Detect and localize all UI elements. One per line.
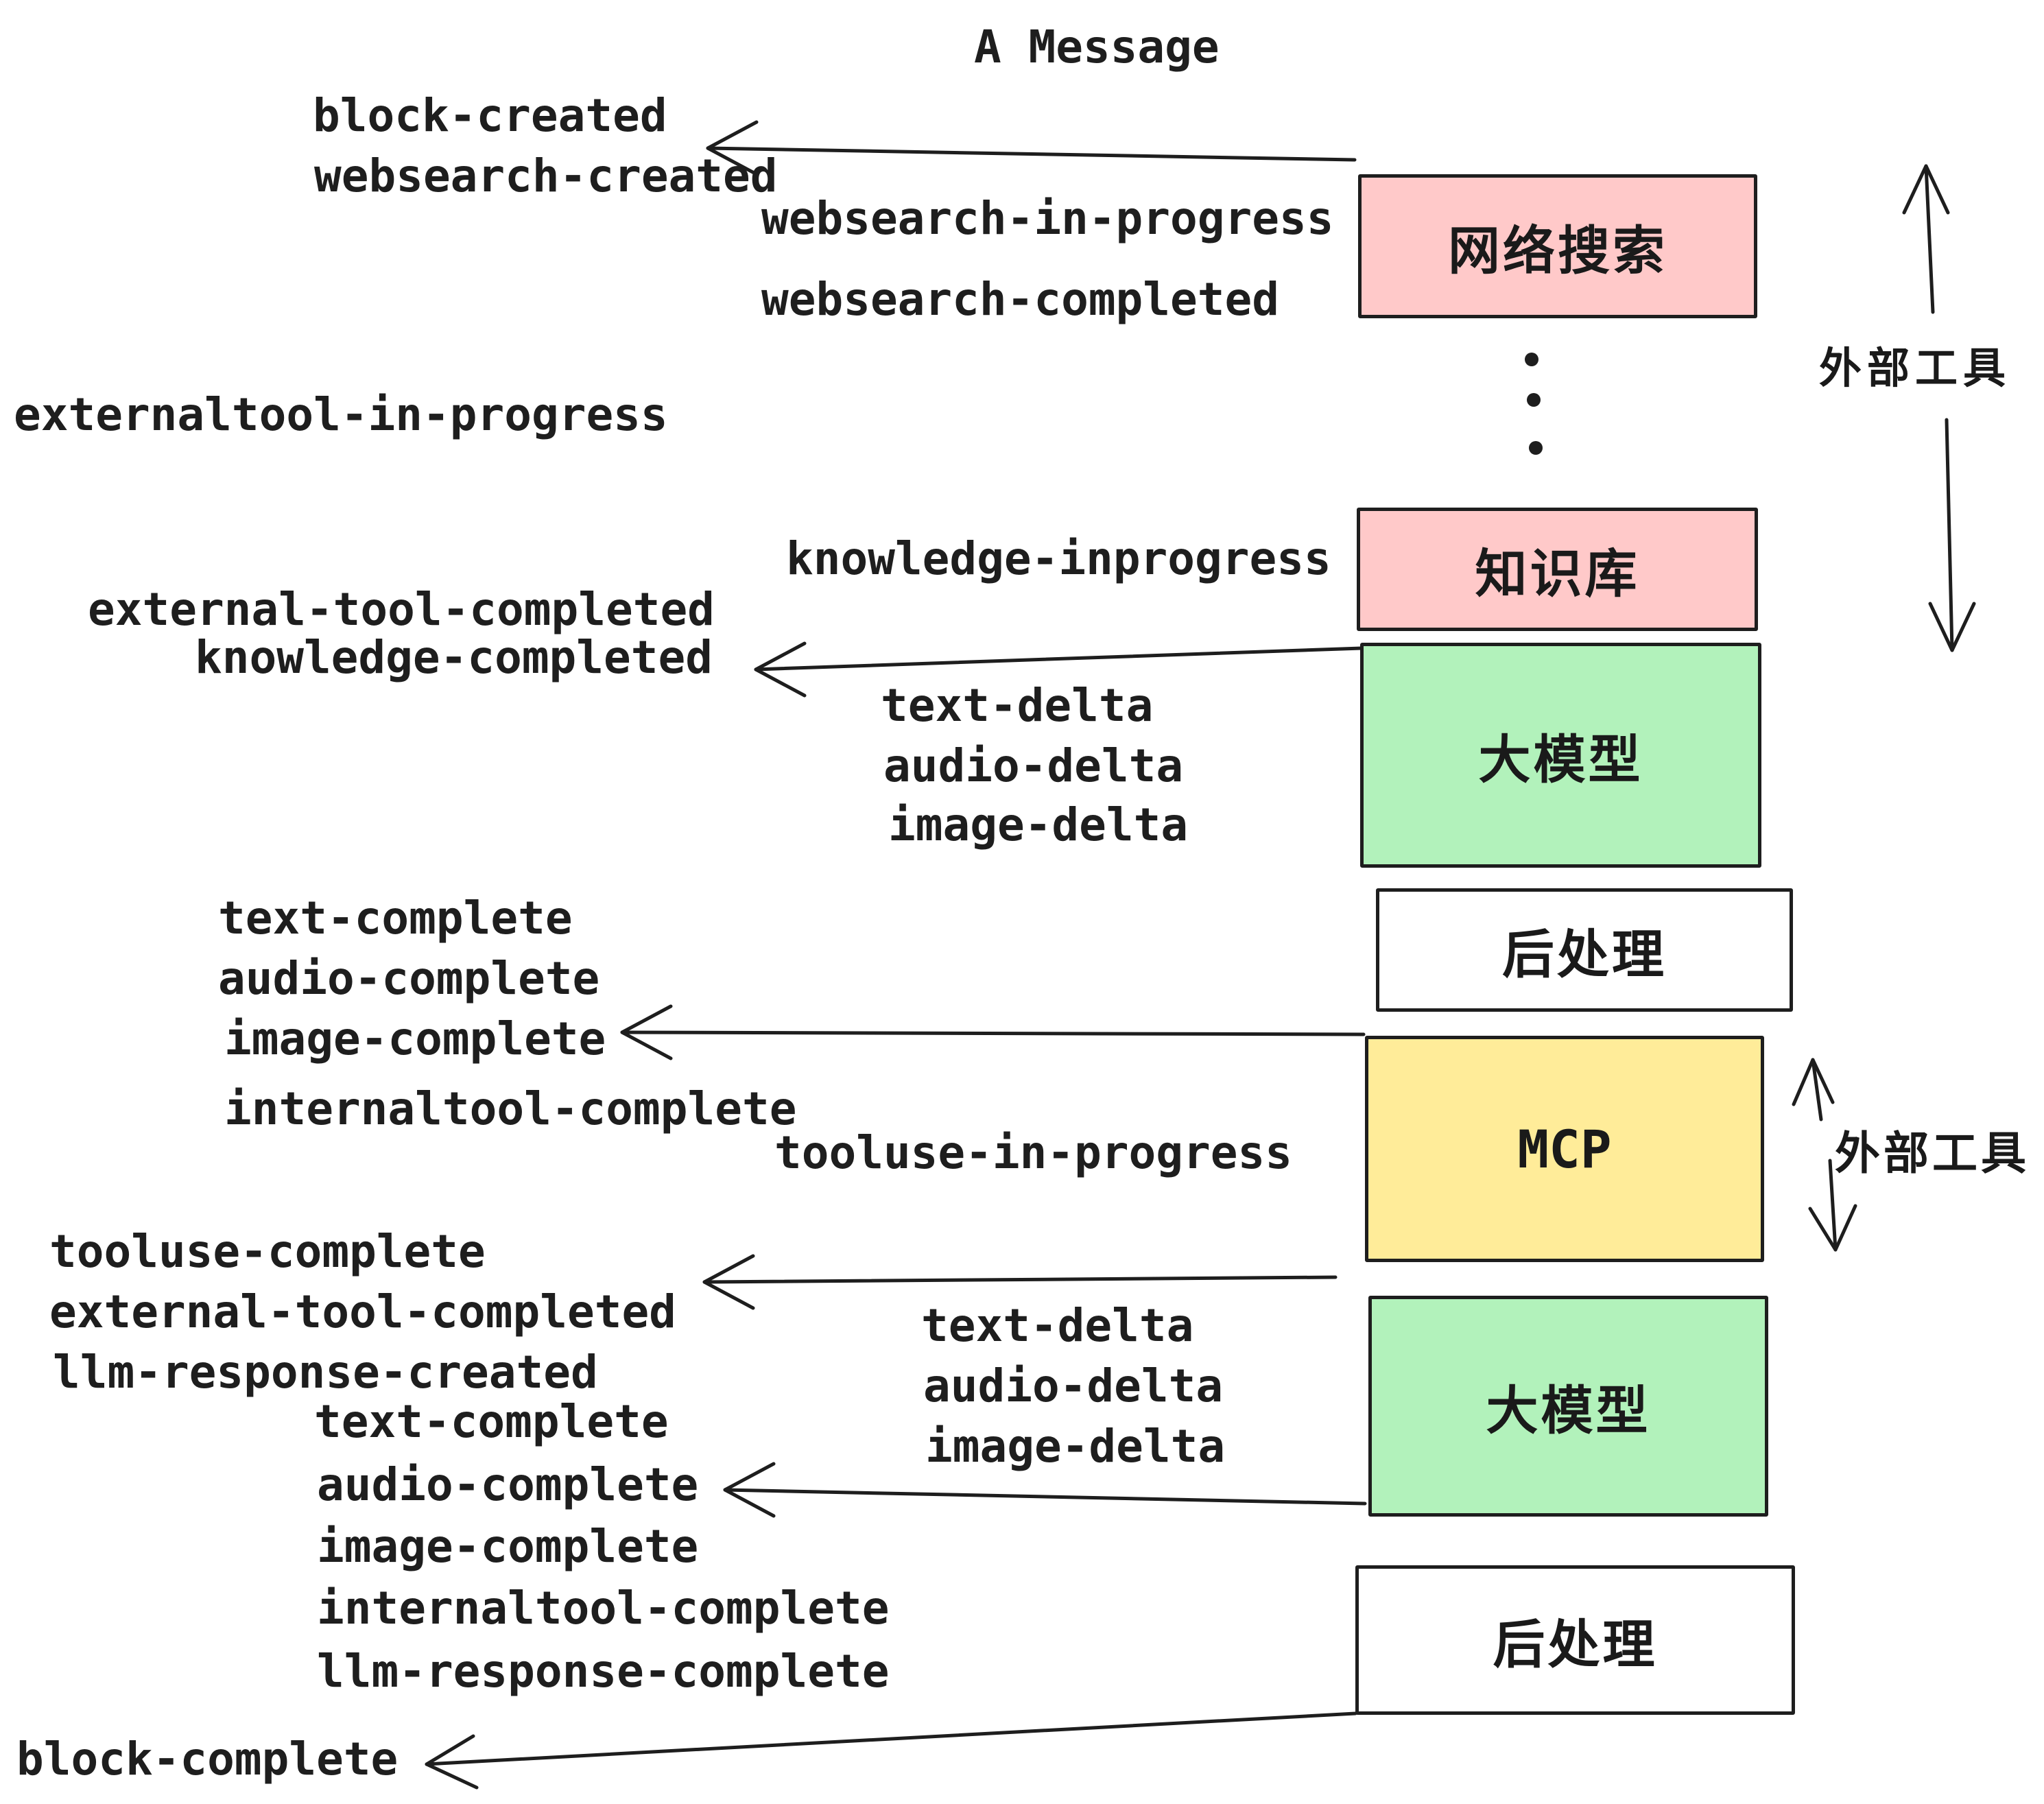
box-llm-2-label: 大模型 — [1486, 1382, 1651, 1440]
event-tooluse-complete: tooluse-complete — [49, 1225, 486, 1278]
box-postprocess-1: 后处理 — [1376, 888, 1793, 1012]
arrow-external-tools-1-up — [1902, 164, 1950, 314]
event-knowledge-inprogress: knowledge-inprogress — [786, 532, 1331, 585]
event-block-complete: block-complete — [16, 1733, 399, 1785]
event-audio-complete-2: audio-complete — [317, 1458, 699, 1511]
box-mcp: MCP — [1365, 1036, 1764, 1262]
event-text-complete-1: text-complete — [218, 892, 573, 945]
box-postprocess-2-label: 后处理 — [1493, 1616, 1658, 1674]
event-external-tool-completed-2: external-tool-completed — [49, 1285, 676, 1338]
box-knowledge-base-label: 知识库 — [1475, 545, 1640, 604]
side-label-external-tools-1: 外部工具 — [1819, 345, 2012, 392]
event-websearch-completed: websearch-completed — [761, 273, 1279, 326]
event-websearch-created: websearch-created — [314, 150, 778, 202]
event-audio-delta-2: audio-delta — [923, 1360, 1224, 1412]
event-image-complete-2: image-complete — [317, 1520, 699, 1573]
event-external-tool-completed: external-tool-completed — [88, 583, 715, 636]
box-postprocess-1-label: 后处理 — [1502, 926, 1667, 984]
arrow-external-tools-1-down — [1928, 418, 1976, 652]
side-label-external-tools-2: 外部工具 — [1835, 1128, 2030, 1178]
box-knowledge-base: 知识库 — [1357, 508, 1758, 631]
event-llm-response-complete: llm-response-complete — [317, 1645, 890, 1698]
event-externaltool-in-progress: externaltool-in-progress — [14, 388, 668, 441]
ellipsis-dot — [1529, 441, 1543, 455]
event-audio-complete-1: audio-complete — [218, 952, 600, 1005]
event-text-delta-2: text-delta — [921, 1299, 1194, 1352]
event-internaltool-complete-1: internaltool-complete — [224, 1082, 797, 1135]
event-knowledge-completed: knowledge-completed — [195, 631, 713, 684]
arrow-to-audio-complete — [723, 1462, 1367, 1518]
box-web-search: 网络搜索 — [1358, 174, 1757, 318]
arrow-to-image-complete — [620, 1004, 1366, 1060]
box-mcp-label: MCP — [1517, 1118, 1612, 1180]
arrow-to-websearch-created — [706, 120, 1357, 176]
event-image-delta-2: image-delta — [925, 1420, 1226, 1473]
diagram-title: A Message — [974, 21, 1220, 73]
event-llm-response-created: llm-response-created — [53, 1346, 598, 1399]
box-web-search-label: 网络搜索 — [1448, 222, 1667, 281]
event-text-complete-2: text-complete — [314, 1395, 669, 1448]
ellipsis-dot — [1525, 353, 1538, 366]
event-block-created: block-created — [313, 89, 667, 142]
box-llm-1-label: 大模型 — [1478, 731, 1643, 790]
event-text-delta-1: text-delta — [881, 679, 1154, 732]
event-image-complete-1: image-complete — [224, 1012, 606, 1065]
box-llm-2: 大模型 — [1368, 1296, 1768, 1517]
event-image-delta-1: image-delta — [888, 798, 1189, 851]
box-llm-1: 大模型 — [1360, 643, 1761, 868]
event-internaltool-complete-2: internaltool-complete — [317, 1582, 890, 1635]
arrow-external-tools-2-up — [1792, 1058, 1835, 1121]
event-audio-delta-1: audio-delta — [883, 739, 1184, 792]
arrow-to-tooluse-complete — [702, 1254, 1338, 1310]
box-postprocess-2: 后处理 — [1355, 1565, 1795, 1715]
arrow-to-block-complete — [425, 1711, 1357, 1790]
ellipsis-dot — [1527, 393, 1541, 407]
arrow-to-knowledge-completed — [754, 641, 1364, 698]
event-tooluse-in-progress: tooluse-in-progress — [774, 1126, 1292, 1179]
event-websearch-in-progress: websearch-in-progress — [761, 192, 1334, 245]
arrow-external-tools-2-down — [1808, 1159, 1857, 1252]
